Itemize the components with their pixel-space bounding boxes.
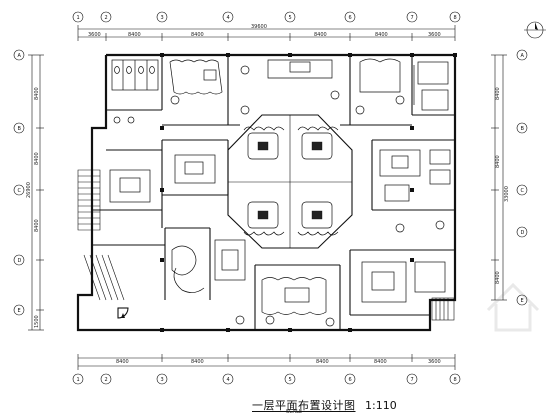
top-dim-2: 8400	[128, 32, 141, 38]
right-stair	[431, 297, 455, 321]
top-dim-total: 39600	[251, 24, 267, 30]
central-hall	[227, 114, 353, 249]
left-dim-4: 1500	[34, 315, 40, 328]
bottom-dim-4: 8400	[374, 359, 387, 365]
right-rooms	[361, 149, 451, 303]
axis-right-c: C	[521, 188, 525, 194]
axis-left-e: E	[18, 308, 21, 314]
left-dim-2: 8400	[34, 152, 40, 165]
bottom-lounges	[171, 239, 335, 327]
axis-left-c: C	[18, 188, 22, 194]
drawing-title-scale: 1:110	[365, 399, 397, 412]
axis-bottom-7: 7	[411, 377, 414, 383]
top-dim-5: 8400	[375, 32, 388, 38]
axis-bottom-2: 2	[105, 377, 108, 383]
restroom-stalls	[111, 59, 159, 124]
drawing-scale-note: SCALE	[286, 409, 303, 415]
drawing-title-name: 一层平面布置设计图	[252, 399, 356, 412]
axis-left-b: B	[18, 126, 22, 132]
structural-columns	[160, 53, 457, 332]
axis-bottom-5: 5	[289, 377, 292, 383]
interior-walls	[92, 55, 455, 330]
axis-bottom-3: 3	[161, 377, 164, 383]
house-watermark-icon	[486, 282, 540, 332]
axis-top-7: 7	[411, 15, 414, 21]
bottom-dimension-chain: 8400 8400 8400 8400 3600	[77, 354, 456, 370]
bottom-dim-5: 3600	[428, 359, 441, 365]
right-axis-markers: A B C D E	[516, 49, 528, 306]
axis-top-6: 6	[349, 15, 352, 21]
left-dim-1: 8400	[34, 87, 40, 100]
axis-left-a: A	[18, 53, 22, 59]
right-dimension-chain: 8400 8400 8400 33000	[491, 54, 510, 301]
axis-top-1: 1	[77, 15, 80, 21]
left-dim-total: 26900	[26, 182, 32, 198]
axis-right-d: D	[521, 230, 525, 236]
axis-top-4: 4	[227, 15, 230, 21]
axis-top-3: 3	[161, 15, 164, 21]
bottom-dim-3: 8400	[316, 359, 329, 365]
top-dim-6: 3600	[428, 32, 441, 38]
top-dimension-chain: 3600 8400 8400 8400 8400 3600 39600	[77, 24, 456, 41]
right-dim-3: 8400	[495, 271, 501, 284]
exterior-walls	[76, 53, 457, 332]
left-dim-3: 8400	[34, 219, 40, 232]
top-dim-1: 3600	[88, 32, 101, 38]
right-dim-1: 8400	[495, 87, 501, 100]
left-dimension-chain: 8400 8400 8400 1500 26900	[26, 54, 44, 331]
top-lounges	[169, 58, 449, 111]
drawing-title: 一层平面布置设计图 1:110	[252, 397, 397, 413]
axis-left-d: D	[18, 258, 22, 264]
axis-right-b: B	[521, 126, 525, 132]
axis-bottom-8: 8	[454, 377, 457, 383]
bottom-axis-markers: 1 2 3 4 5 6 7 8	[72, 373, 461, 385]
right-dim-total: 33000	[504, 186, 510, 202]
right-dim-2: 8400	[495, 155, 501, 168]
axis-top-5: 5	[289, 15, 292, 21]
top-plants	[170, 65, 405, 115]
bottom-dim-1: 8400	[116, 359, 129, 365]
top-axis-markers: 1 2 3 4 5 6 7 8	[72, 11, 461, 23]
top-dim-3: 8400	[191, 32, 204, 38]
axis-top-2: 2	[105, 15, 108, 21]
north-arrow-icon	[524, 21, 546, 39]
axis-bottom-4: 4	[227, 377, 230, 383]
left-stair	[77, 169, 101, 231]
axis-bottom-1: 1	[77, 377, 80, 383]
axis-top-8: 8	[454, 15, 457, 21]
axis-right-e: E	[521, 298, 524, 304]
bottom-dim-2: 8400	[191, 359, 204, 365]
entrance	[83, 254, 160, 331]
axis-bottom-6: 6	[349, 377, 352, 383]
left-meeting-room	[109, 154, 216, 203]
top-dim-4: 8400	[314, 32, 327, 38]
axis-right-a: A	[521, 53, 525, 59]
left-axis-markers: A B C D E	[13, 49, 25, 316]
